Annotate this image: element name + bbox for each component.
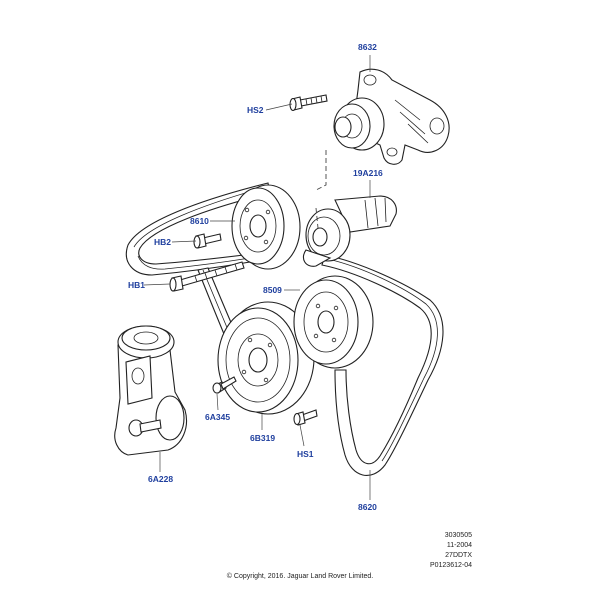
bolt-hb2 xyxy=(193,233,222,249)
callout-6A345: 6A345 xyxy=(205,412,230,422)
bolt-hs2 xyxy=(289,94,328,112)
bracket-pulley-hub xyxy=(333,97,385,151)
bolt-6A345 xyxy=(212,376,237,394)
leader-lines xyxy=(143,55,371,500)
drawing-number: 3030505 xyxy=(444,532,472,539)
callout-hb1: HB1 xyxy=(128,280,145,290)
callout-hs1: HS1 xyxy=(297,449,314,459)
bolt-hs1 xyxy=(293,409,318,426)
crankshaft-damper-6B319 xyxy=(217,301,315,415)
idler-pulley-8610 xyxy=(231,184,301,270)
drawing-reference-block: 3030505 11-2004 27DDTX P0123612-04 xyxy=(430,531,472,571)
callout-8632: 8632 xyxy=(358,42,377,52)
callout-8620: 8620 xyxy=(358,502,377,512)
callout-hb2: HB2 xyxy=(154,237,171,247)
drawing-date: 11-2004 xyxy=(446,542,472,549)
callout-19A216: 19A216 xyxy=(353,168,383,178)
drawing-part-ref: P0123612-04 xyxy=(429,562,472,569)
accessory-drive-belt-8620 xyxy=(321,254,444,476)
drawing-code: 27DDTX xyxy=(445,552,472,559)
tensioner-assembly-6A228 xyxy=(114,325,187,456)
callout-hs2: HS2 xyxy=(247,105,264,115)
bolt-hb1 xyxy=(169,261,245,292)
callout-6A228: 6A228 xyxy=(148,474,173,484)
pulley-8509 xyxy=(293,275,374,369)
copyright-notice: © Copyright, 2016. Jaguar Land Rover Lim… xyxy=(226,573,374,580)
callout-6B319: 6B319 xyxy=(250,433,275,443)
callout-8509: 8509 xyxy=(263,285,282,295)
tensioner-19A216 xyxy=(302,195,397,267)
assembly-axis-line xyxy=(315,150,327,229)
callout-8610: 8610 xyxy=(190,216,209,226)
